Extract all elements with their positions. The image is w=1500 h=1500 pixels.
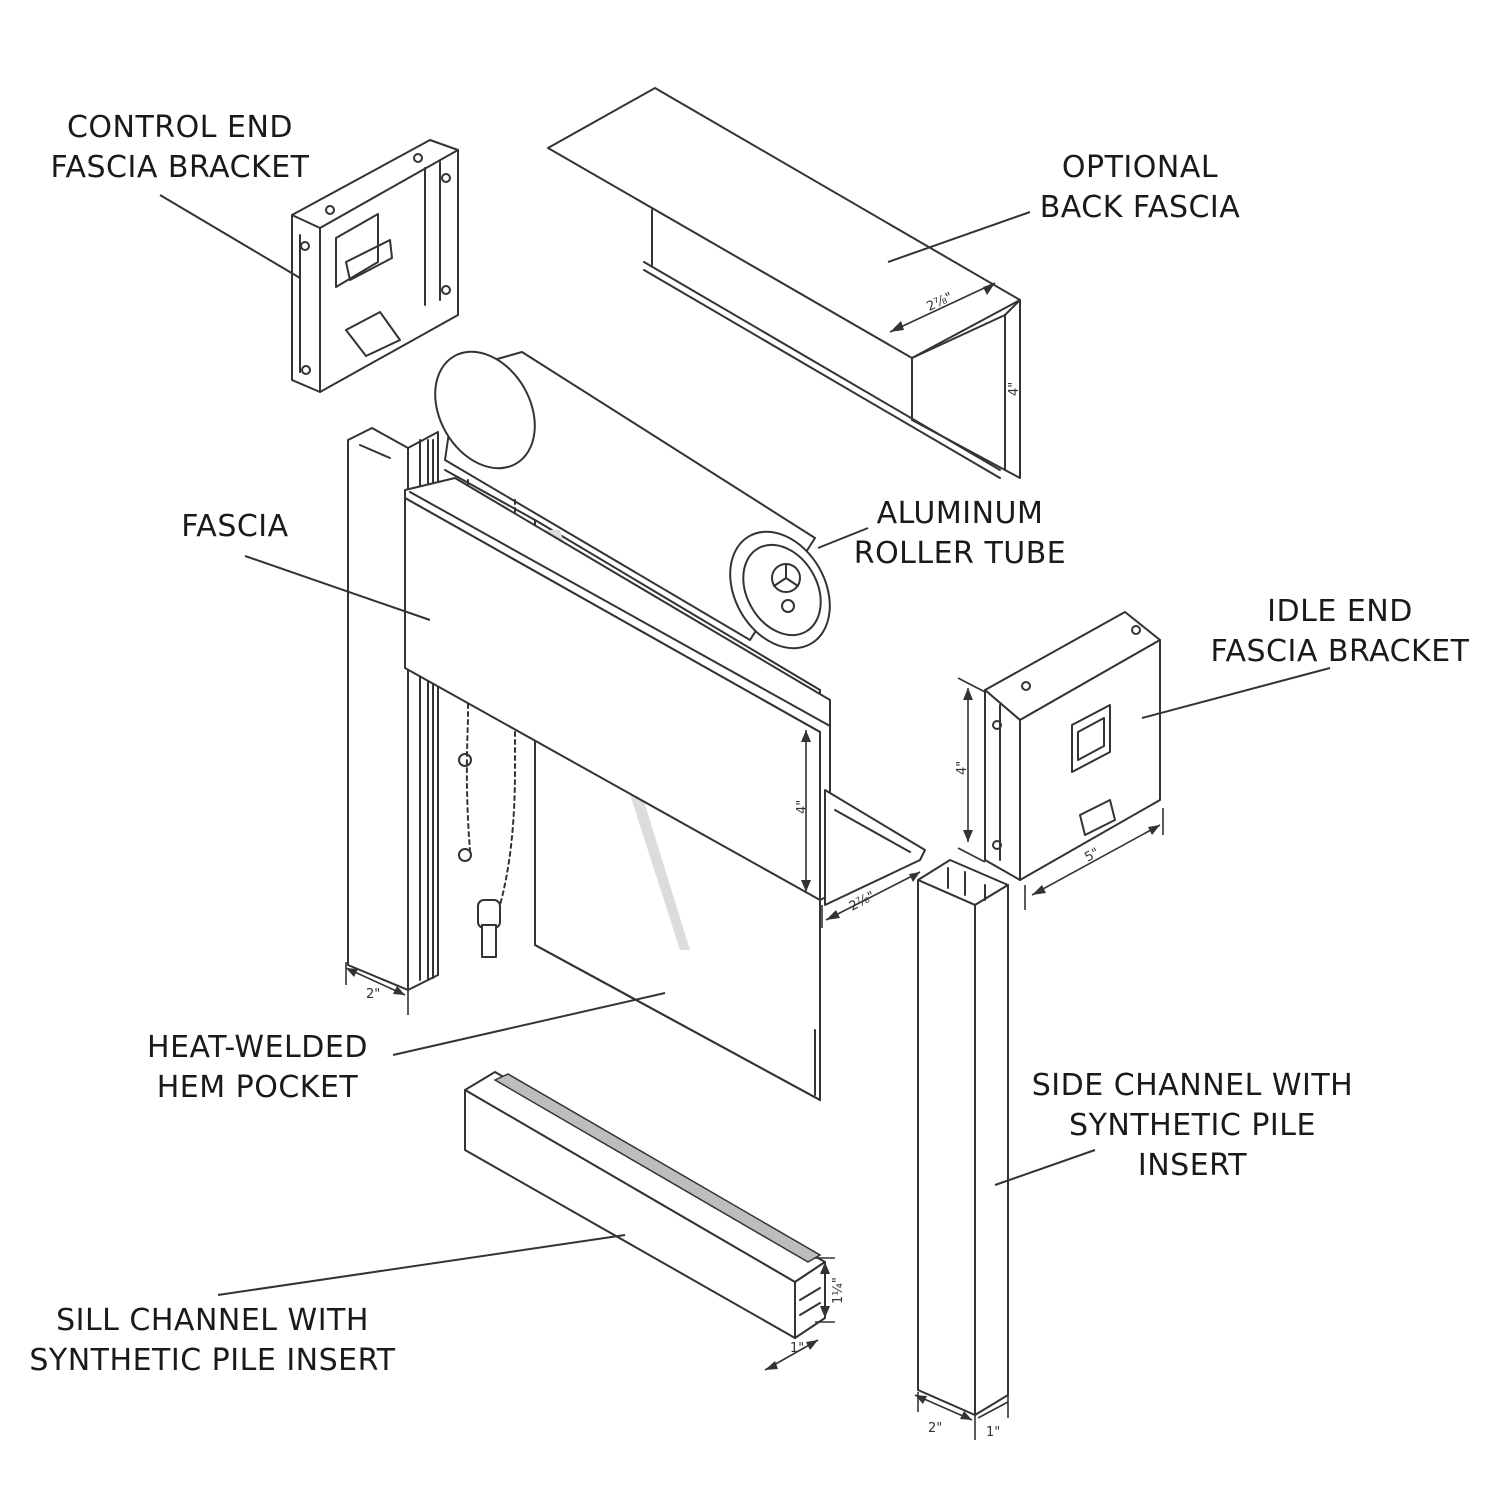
label-line: INSERT [1137,1148,1248,1183]
control-end-bracket-part [291,139,459,393]
side-channel-leader [994,1149,1096,1186]
bead-chain-part [458,479,516,958]
label-line: FASCIA BRACKET [1210,634,1470,669]
sill-width-dim: 1" [790,1341,804,1356]
idle-bracket-height-dim: 4" [955,761,970,775]
control-end-leader [159,194,301,279]
label-fascia: FASCIA [160,507,310,547]
sill-height-dim: 1¼" [831,1277,846,1304]
label-line: FASCIA BRACKET [50,150,310,185]
label-idle-end-bracket: IDLE END FASCIA BRACKET [1195,592,1485,672]
right-side-channel-part: 2" 1" [914,859,1009,1440]
label-line: ROLLER TUBE [853,536,1067,571]
side-channel-width-dim: 2" [928,1421,942,1436]
fascia-leader [244,555,431,621]
sill-channel-part: 1¼" 1" [464,1071,846,1371]
label-line: SYNTHETIC PILE INSERT [29,1343,396,1378]
label-line: IDLE END [1267,594,1413,629]
label-roller-tube: ALUMINUM ROLLER TUBE [840,494,1080,574]
label-line: HEAT-WELDED [147,1030,368,1065]
label-line: FASCIA [181,509,289,544]
idle-end-leader [1141,667,1331,719]
fascia-part: 4" 2⅞" [404,477,926,928]
roller-tube-leader [817,527,869,549]
roller-tube-part [434,350,831,650]
back-fascia-leader [887,211,1031,263]
label-line: CONTROL END [66,110,294,145]
sill-channel-leader [217,1234,626,1296]
idle-bracket-width-dim: 5" [1082,845,1102,865]
back-fascia-height-dim: 4" [1007,382,1022,396]
label-sill-channel: SILL CHANNEL WITH SYNTHETIC PILE INSERT [15,1301,410,1381]
fascia-height-dim: 4" [795,800,810,814]
left-channel-width-dim: 2" [366,987,380,1002]
side-channel-depth-dim: 1" [986,1425,1000,1440]
label-line: ALUMINUM [876,496,1044,531]
hem-pocket-leader [392,992,666,1056]
label-line: BACK FASCIA [1039,190,1241,225]
label-line: HEM POCKET [156,1070,359,1105]
back-fascia-part: 2⅞" 4" [547,87,1022,479]
label-line: OPTIONAL [1061,150,1219,185]
label-back-fascia: OPTIONAL BACK FASCIA [1010,148,1270,228]
label-line: SIDE CHANNEL WITH [1031,1068,1354,1103]
label-line: SILL CHANNEL WITH [56,1303,369,1338]
label-hem-pocket: HEAT-WELDED HEM POCKET [130,1028,385,1108]
idle-end-bracket-part: 4" 5" [955,611,1164,910]
label-side-channel: SIDE CHANNEL WITH SYNTHETIC PILE INSERT [1025,1066,1360,1186]
label-line: SYNTHETIC PILE [1069,1108,1316,1143]
label-control-end-bracket: CONTROL END FASCIA BRACKET [30,108,330,188]
